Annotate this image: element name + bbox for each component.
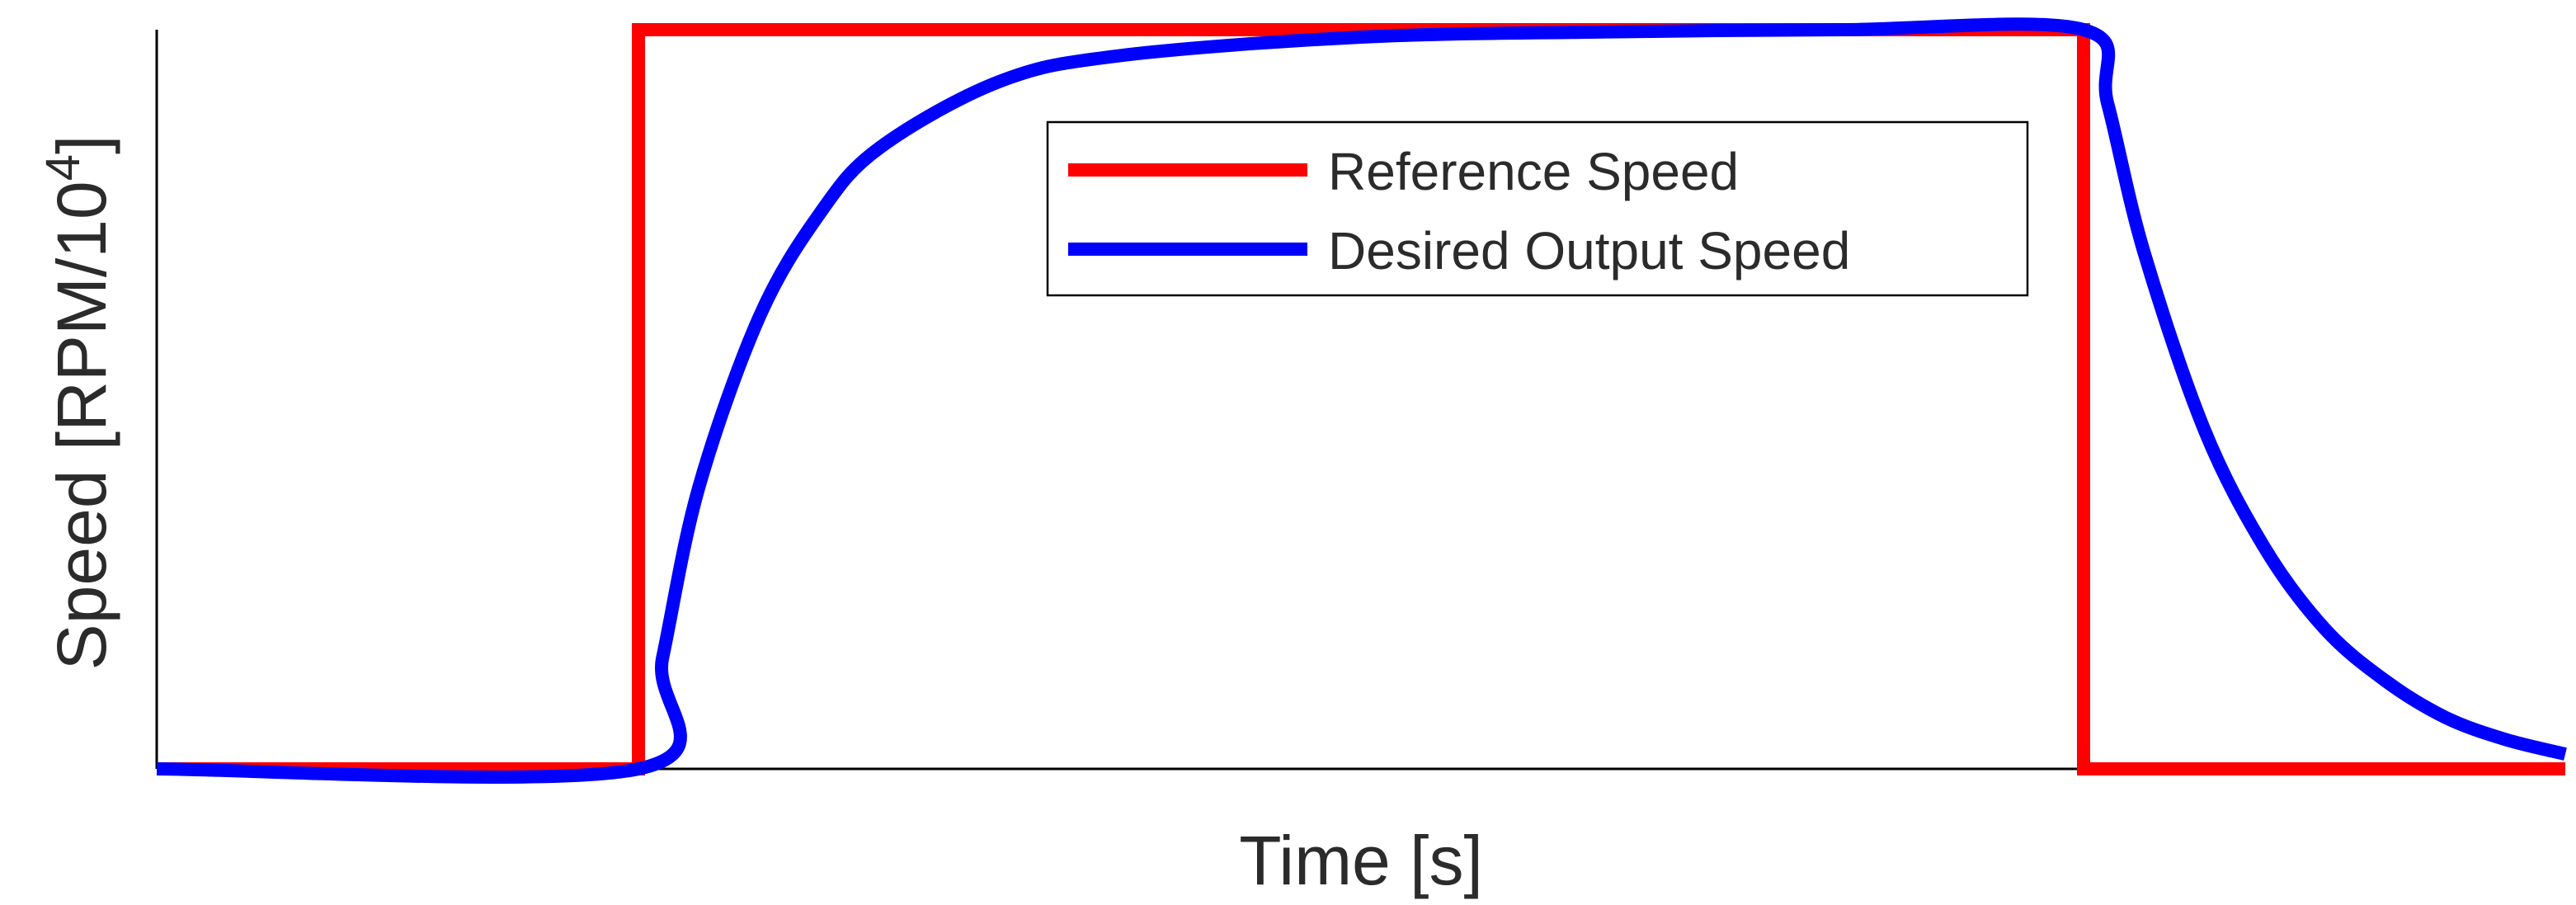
legend-label-desired-output-speed: Desired Output Speed	[1328, 221, 1850, 280]
y-axis-label-suffix: ]	[43, 135, 120, 154]
y-axis-label-superscript: 4	[36, 154, 90, 181]
legend: Reference Speed Desired Output Speed	[1046, 120, 2029, 297]
series-line-reference-speed	[157, 23, 2565, 775]
series-layer	[156, 17, 2567, 784]
legend-label-reference-speed: Reference Speed	[1328, 142, 1739, 201]
x-axis-label: Time [s]	[1239, 822, 1483, 899]
y-axis-label-main: Speed [RPM/10	[43, 181, 120, 670]
y-axis-label: Speed [RPM/104]	[36, 135, 120, 671]
series-line-desired-output-speed	[156, 17, 2567, 784]
legend-box	[1046, 120, 2029, 297]
